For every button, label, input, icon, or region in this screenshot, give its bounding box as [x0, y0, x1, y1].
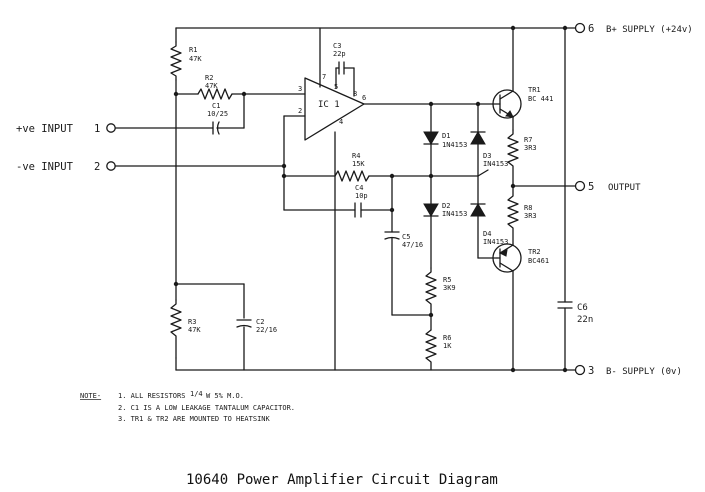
- terminal-2-number: 2: [94, 161, 100, 173]
- note-3: 3. TR1 & TR2 ARE MOUNTED TO HEATSINK: [118, 415, 271, 423]
- r8-resistor: R8 3R3: [507, 185, 537, 245]
- r5-resistor: R5 3K9: [425, 267, 456, 331]
- terminal-1: +ve INPUT 1: [16, 123, 116, 135]
- c3-value: 22p: [333, 50, 346, 58]
- r7-value: 3R3: [524, 144, 537, 152]
- d4-diode: D4 IN4153: [470, 203, 508, 246]
- d2-value: IN4153: [442, 210, 467, 218]
- tr1-transistor: TR1 BC 441: [477, 25, 553, 131]
- page-title: 10640 Power Amplifier Circuit Diagram: [186, 472, 498, 488]
- c5-value: 47/16: [402, 241, 423, 249]
- note-1-fraction: 1/4: [190, 390, 203, 398]
- r3-value: 47K: [188, 326, 201, 334]
- positive-supply-rail: [175, 22, 586, 34]
- r5-ref: R5: [443, 276, 451, 284]
- tr2-value: BC461: [528, 257, 549, 265]
- terminal-5-label: OUTPUT: [608, 183, 641, 193]
- terminal-3-label: B- SUPPLY (0v): [606, 367, 682, 377]
- terminal-5-number: 5: [588, 181, 594, 193]
- c3-ref: C3: [333, 42, 341, 50]
- terminal-1-label: +ve INPUT: [16, 123, 74, 135]
- tr2-transistor: TR2 BC461: [492, 243, 549, 373]
- terminal-3-number: 3: [588, 365, 594, 377]
- d3-diode: D3 IN4153: [470, 131, 508, 168]
- d4-ref: D4: [483, 230, 491, 238]
- negative-supply-rail: [175, 364, 586, 376]
- notes-heading: NOTE-: [80, 392, 101, 400]
- tr1-value: BC 441: [528, 95, 553, 103]
- r6-value: 1K: [443, 342, 452, 350]
- r4-resistor: R4 15K: [283, 152, 479, 182]
- d3-ref: D3: [483, 152, 491, 160]
- c2-capacitor: C2 22/16: [236, 318, 277, 334]
- terminal-6-label: B+ SUPPLY (+24v): [606, 25, 693, 35]
- c4-value: 10p: [355, 192, 368, 200]
- d4-value: IN4153: [483, 238, 508, 246]
- r8-value: 3R3: [524, 212, 537, 220]
- terminal-1-number: 1: [94, 123, 100, 135]
- notes-block: NOTE- 1. ALL RESISTORS 1/4 W 5% M.O. 2. …: [80, 390, 295, 423]
- c6-value: 22n: [577, 315, 593, 325]
- pin-2: 2: [298, 107, 302, 115]
- c6-ref: C6: [577, 303, 588, 313]
- r4-value: 15K: [352, 160, 365, 168]
- r1-ref: R1: [189, 46, 197, 54]
- r2-ref: R2: [205, 74, 213, 82]
- c5-capacitor: C5 47/16: [384, 173, 434, 318]
- tr1-ref: TR1: [528, 86, 541, 94]
- d2-ref: D2: [442, 202, 450, 210]
- c5-ref: C5: [402, 233, 410, 241]
- left-vertical-wire: [173, 27, 245, 371]
- pin-8: 8: [353, 90, 357, 98]
- diode-string-left: [428, 101, 434, 269]
- c2-ref: C2: [256, 318, 264, 326]
- pin-3: 3: [298, 85, 302, 93]
- r1-resistor: R1 47K: [170, 41, 202, 81]
- r2-resistor: R2 47K: [175, 74, 306, 100]
- c6-capacitor: C6 22n: [557, 25, 593, 373]
- terminal-2: -ve INPUT 2: [16, 161, 285, 173]
- d1-value: 1N4153: [442, 141, 467, 149]
- pin-7: 7: [322, 73, 326, 81]
- ic1-op-amp: IC 1 3 2 7 5 4 8 6: [281, 27, 479, 371]
- note-2: 2. C1 IS A LOW LEAKAGE TANTALUM CAPACITO…: [118, 404, 295, 412]
- r3-resistor: R3 47K: [170, 299, 201, 359]
- r6-ref: R6: [443, 334, 451, 342]
- tr2-ref: TR2: [528, 248, 541, 256]
- note-1a: 1. ALL RESISTORS: [118, 392, 185, 400]
- c1-value: 10/25: [207, 110, 228, 118]
- ic1-ref: IC 1: [318, 100, 340, 110]
- c1-capacitor: C1 10/25: [114, 91, 247, 135]
- terminal-2-label: -ve INPUT: [16, 161, 74, 173]
- c4-capacitor: C4 10p: [283, 184, 393, 218]
- pin-6: 6: [362, 94, 366, 102]
- terminal-6-number: 6: [588, 23, 594, 35]
- c4-ref: C4: [355, 184, 363, 192]
- r7-ref: R7: [524, 136, 532, 144]
- d1-diode: D1 1N4153: [423, 131, 467, 149]
- note-1b: W 5% M.O.: [206, 392, 244, 400]
- output-node: [510, 180, 586, 192]
- r8-ref: R8: [524, 204, 532, 212]
- d3-value: IN4153: [483, 160, 508, 168]
- r3-ref: R3: [188, 318, 196, 326]
- r6-resistor: R6 1K: [425, 329, 452, 371]
- r2-value: 47K: [205, 82, 218, 90]
- r7-resistor: R7 3R3: [507, 129, 537, 187]
- d1-ref: D1: [442, 132, 450, 140]
- r4-ref: R4: [352, 152, 360, 160]
- pin-4: 4: [339, 118, 343, 126]
- r1-value: 47K: [189, 55, 202, 63]
- diode-string-right: [475, 101, 498, 259]
- c3-capacitor: C3 22p: [333, 42, 355, 97]
- r5-value: 3K9: [443, 284, 456, 292]
- c2-value: 22/16: [256, 326, 277, 334]
- d2-diode: D2 IN4153: [423, 202, 467, 218]
- c1-ref: C1: [212, 102, 220, 110]
